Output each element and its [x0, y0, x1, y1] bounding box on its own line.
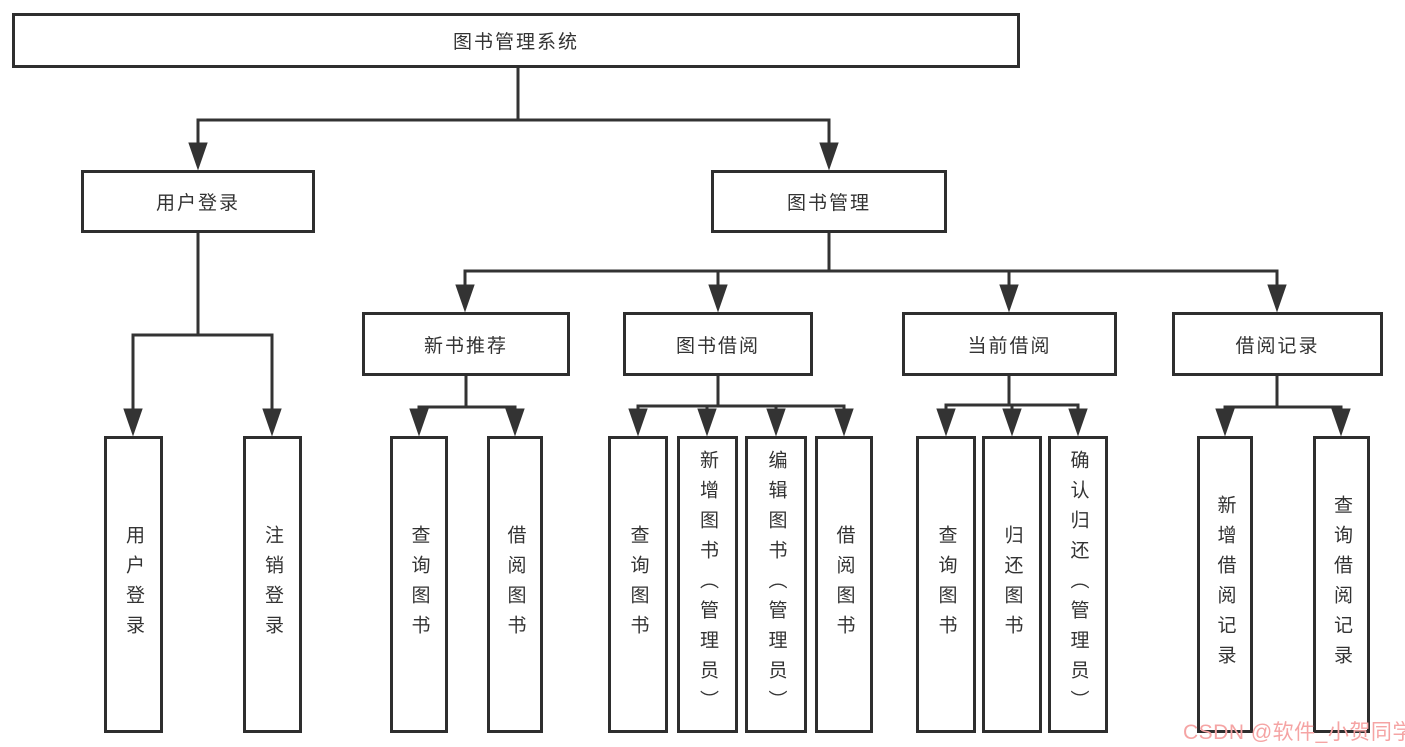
leaf-user-login: 用户登录: [104, 436, 163, 733]
node-book-borrow: 图书借阅: [623, 312, 813, 376]
leaf-query-books-current-label: 查询图书: [935, 524, 957, 645]
node-book-borrow-label: 图书借阅: [675, 335, 760, 357]
leaf-return-books: 归还图书: [982, 436, 1042, 733]
node-root: 图书管理系统: [12, 13, 1020, 68]
leaf-borrow-books-recommend: 借阅图书: [487, 436, 543, 733]
leaf-logout-label: 注销登录: [262, 524, 283, 645]
node-current-borrow: 当前借阅: [902, 312, 1117, 376]
node-book-management: 图书管理: [711, 170, 947, 233]
leaf-borrow-books-recommend-label: 借阅图书: [504, 524, 526, 645]
node-new-book-recommend: 新书推荐: [362, 312, 570, 376]
leaf-borrow-books-label: 借阅图书: [833, 524, 855, 645]
leaf-query-books-recommend-label: 查询图书: [408, 524, 430, 645]
leaf-query-borrow-record-label: 查询借阅记录: [1331, 494, 1352, 675]
leaf-return-books-label: 归还图书: [1001, 524, 1023, 645]
leaf-query-borrow-record: 查询借阅记录: [1313, 436, 1370, 733]
leaf-query-books-current: 查询图书: [916, 436, 976, 733]
node-new-book-recommend-label: 新书推荐: [423, 335, 508, 357]
leaf-edit-books-admin-label: 编辑图书（管理员）: [765, 449, 787, 720]
leaf-query-books-recommend: 查询图书: [390, 436, 448, 733]
leaf-user-login-label: 用户登录: [123, 524, 144, 645]
leaf-borrow-books: 借阅图书: [815, 436, 873, 733]
node-borrow-records: 借阅记录: [1172, 312, 1383, 376]
leaf-query-books-borrow: 查询图书: [608, 436, 668, 733]
node-user-login: 用户登录: [81, 170, 315, 233]
leaf-add-borrow-record: 新增借阅记录: [1197, 436, 1253, 733]
node-borrow-records-label: 借阅记录: [1235, 335, 1320, 357]
node-root-label: 图书管理系统: [452, 32, 579, 53]
leaf-confirm-return-admin-label: 确认归还（管理员）: [1067, 449, 1089, 720]
leaf-edit-books-admin: 编辑图书（管理员）: [745, 436, 807, 733]
node-user-login-label: 用户登录: [155, 193, 240, 214]
node-current-borrow-label: 当前借阅: [967, 335, 1052, 357]
leaf-add-borrow-record-label: 新增借阅记录: [1214, 494, 1236, 675]
node-book-management-label: 图书管理: [786, 193, 871, 214]
leaf-logout: 注销登录: [243, 436, 302, 733]
csdn-watermark: CSDN @软件_小贺同学: [1183, 721, 1405, 744]
leaf-confirm-return-admin: 确认归还（管理员）: [1048, 436, 1108, 733]
leaf-add-books-admin: 新增图书（管理员）: [677, 436, 738, 733]
leaf-add-books-admin-label: 新增图书（管理员）: [697, 449, 718, 720]
leaf-query-books-borrow-label: 查询图书: [627, 524, 649, 645]
